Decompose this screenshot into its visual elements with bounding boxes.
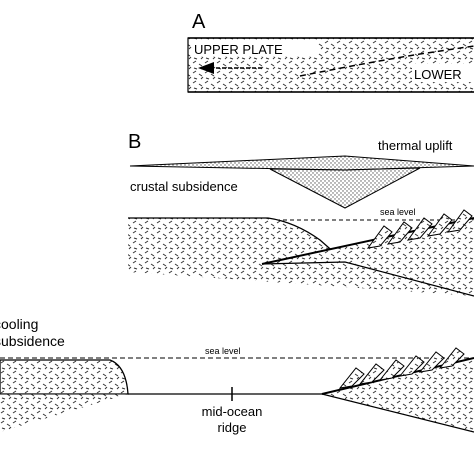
left-passive-margin-c: [0, 359, 129, 395]
subsidence-label: subsidence: [0, 333, 65, 349]
tilted-fault-blocks-b: [366, 209, 473, 249]
lower-plate-label: LOWER: [414, 67, 462, 82]
sea-level-label-b: sea level: [380, 207, 416, 217]
lower-boundary-b: [261, 261, 474, 297]
fault-block: [426, 213, 453, 237]
lower-boundary-c: [321, 393, 474, 433]
sea-level-label-c: sea level: [205, 346, 241, 356]
upper-plate-label: UPPER PLATE: [194, 42, 283, 57]
detachment-fault: [299, 45, 474, 77]
cooling-label: cooling: [0, 316, 38, 332]
fault-block: [398, 355, 425, 377]
fault-block: [338, 367, 365, 389]
mid-ocean-label: mid-ocean: [202, 404, 263, 419]
fault-block: [386, 221, 413, 245]
left-arrow-icon: [198, 62, 214, 74]
panel-a-letter: A: [192, 11, 206, 33]
panel-a: A UPPER PLATE LOWER: [187, 11, 474, 93]
crustal-subsidence-label: crustal subsidence: [130, 179, 238, 194]
fault-block: [358, 363, 385, 385]
upper-plate-label-bg: [192, 40, 318, 56]
fault-block: [418, 351, 445, 373]
fault-block: [438, 347, 465, 369]
thermal-uplift-label: thermal uplift: [378, 138, 453, 153]
panel-b-letter: B: [128, 131, 141, 153]
thermal-uplift-lens: [129, 155, 474, 171]
left-thin-crust-c: [0, 394, 128, 432]
left-margin-outline-b: [128, 217, 346, 263]
panel-b: B thermal uplift crustal subsidence sea …: [128, 131, 474, 297]
fault-block: [446, 209, 473, 233]
fault-block: [366, 225, 393, 249]
fault-block: [378, 359, 405, 381]
tilted-fault-blocks-c: [338, 347, 465, 389]
lower-plate-label-bg: [412, 64, 474, 82]
ridge-label: ridge: [218, 420, 247, 435]
subsidence-basin: [269, 167, 421, 209]
panel-c: cooling subsidence sea level mid-ocean r…: [0, 316, 474, 435]
fault-block: [406, 217, 433, 241]
